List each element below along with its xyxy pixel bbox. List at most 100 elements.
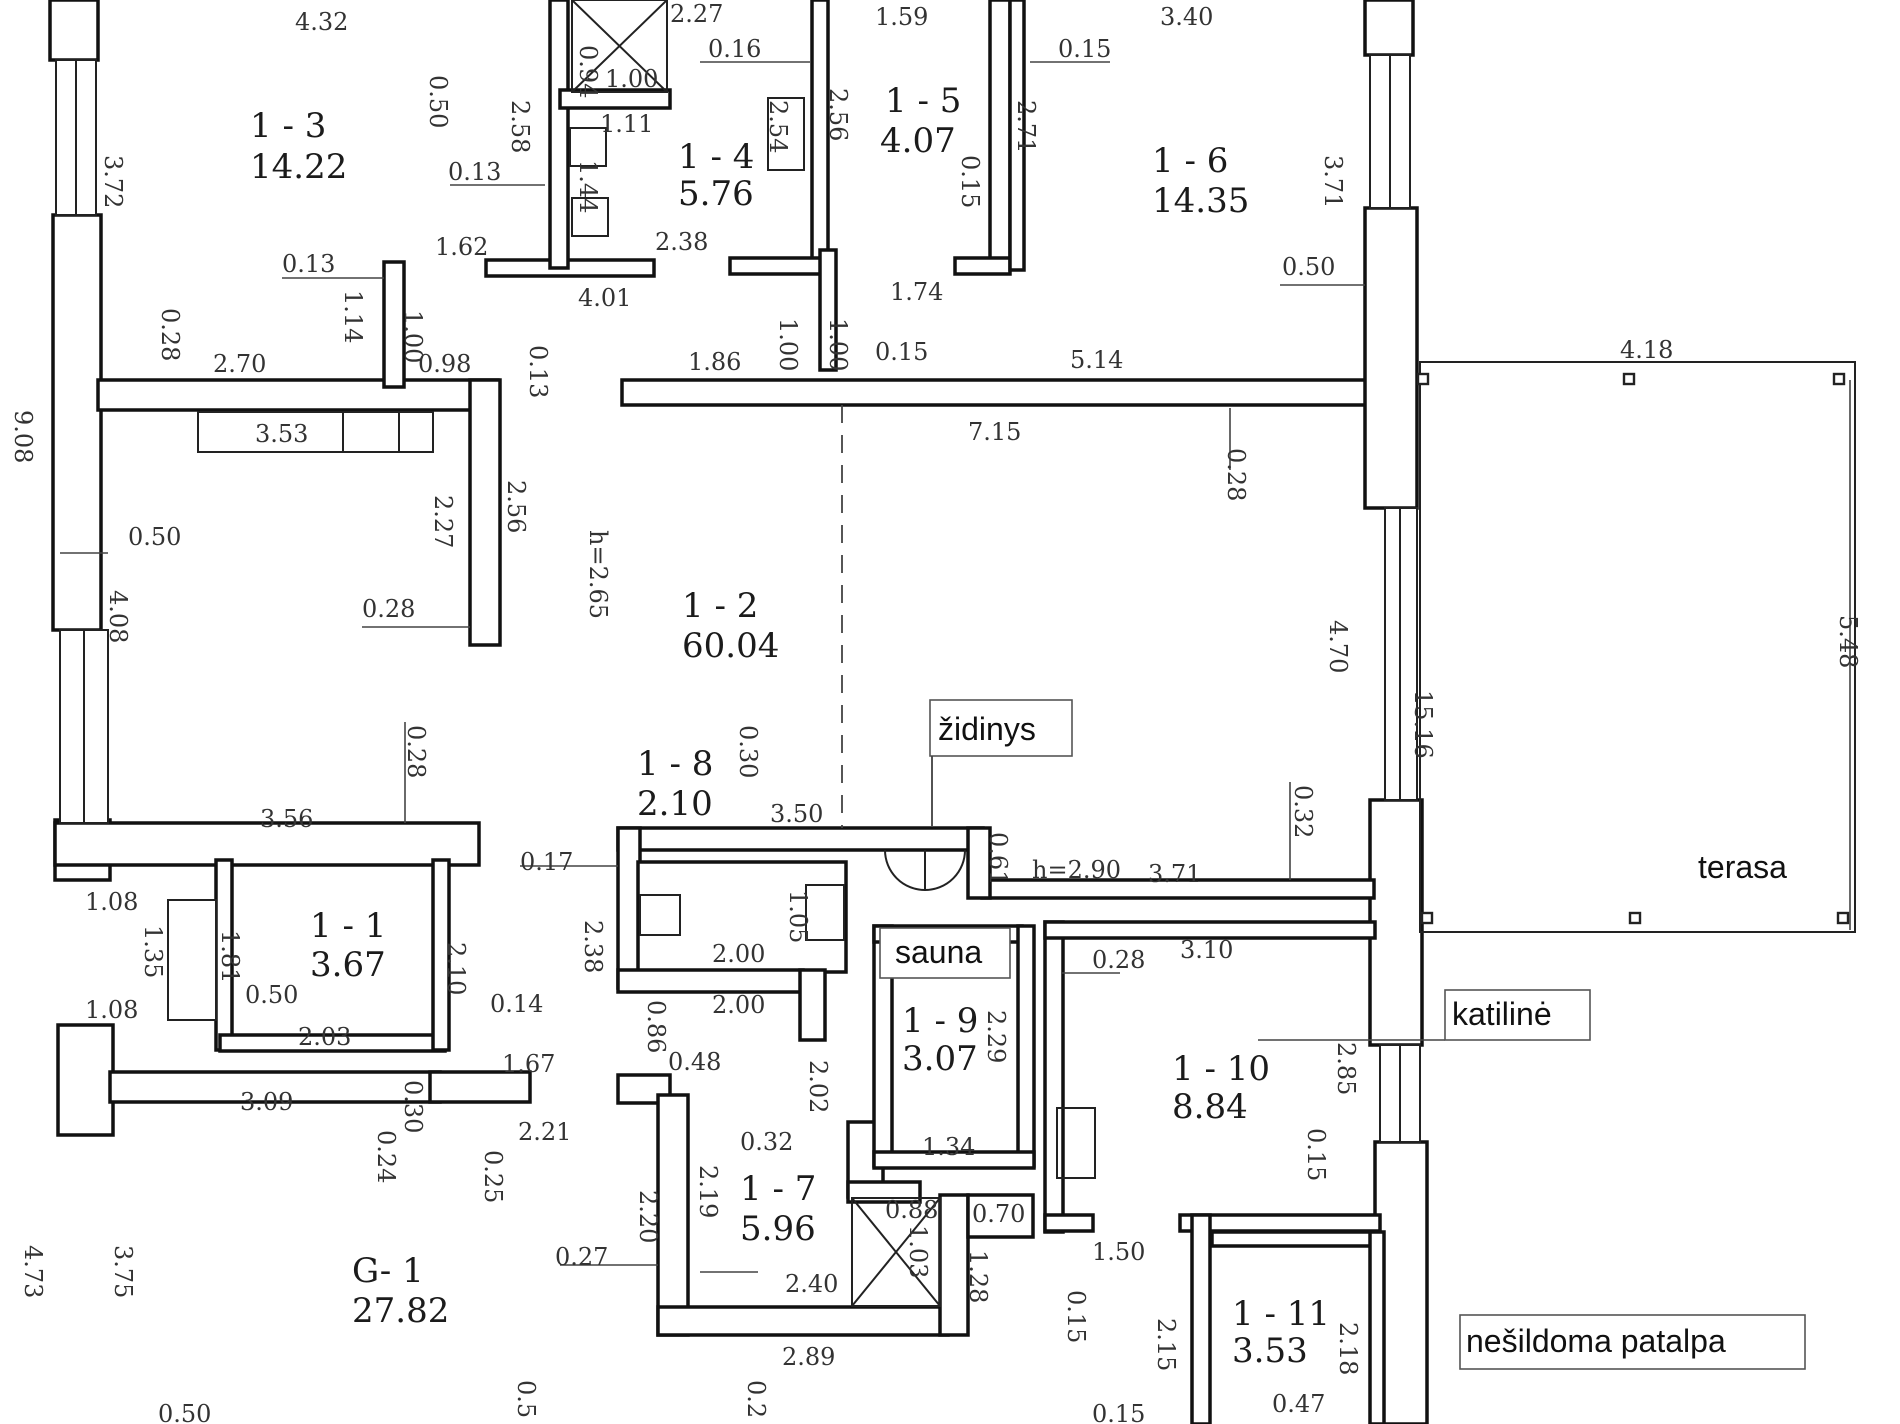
dim-label: 4.18 <box>1620 336 1673 364</box>
room-area-1-9: 3.07 <box>902 1039 978 1079</box>
wall-sauna-bottom <box>872 1150 1036 1170</box>
dim-label: 2.00 <box>712 940 765 968</box>
dim-label: 0.32 <box>740 1128 793 1156</box>
dim-label: 0.47 <box>1272 1390 1325 1418</box>
dim-label: 0.28 <box>1222 448 1250 501</box>
windows <box>55 54 1421 1143</box>
dim-label: 1.50 <box>1092 1238 1145 1266</box>
dim-label: 0.50 <box>245 981 298 1009</box>
terrace-outline <box>1419 361 1856 933</box>
dim-label: 0.50 <box>1282 253 1335 281</box>
sauna-label-box <box>879 927 1011 979</box>
wc-toilet <box>639 894 681 936</box>
wall-sauna-right <box>1016 924 1036 1168</box>
dim-label: 3.10 <box>1180 936 1233 964</box>
room-area-1-2: 60.04 <box>682 626 779 666</box>
dim-label: 0.13 <box>282 250 335 278</box>
dim-label: 5.14 <box>1070 346 1123 374</box>
ceiling-height-main: h=2.65 <box>584 530 612 619</box>
wall-r18-inner <box>636 860 848 974</box>
wall-r13-bottom <box>96 378 500 412</box>
dim-label: 9.08 <box>9 410 37 463</box>
dim-label: 0.86 <box>642 1000 670 1053</box>
dim-label: 4.01 <box>578 284 631 312</box>
walls <box>48 0 1429 1424</box>
wall-r18-step <box>798 968 827 1042</box>
room-id-g-1: G- 1 <box>352 1251 424 1291</box>
dim-label: 0.5 <box>512 1380 540 1418</box>
wall-r11-right <box>431 858 451 1052</box>
dim-label: 0.61 <box>984 832 1012 885</box>
terrace-post <box>1628 911 1642 925</box>
terrace-post <box>1622 372 1636 386</box>
dim-label: 2.40 <box>785 1270 838 1298</box>
wall-left-top <box>48 0 100 62</box>
room-area-1-5: 4.07 <box>880 121 956 161</box>
dim-label: 0.14 <box>490 990 543 1018</box>
room-id-1-1: 1 - 1 <box>310 906 386 946</box>
wall-mid-vertical <box>818 248 838 372</box>
wall-r111-inner <box>1210 1230 1382 1248</box>
dim-label: 2.27 <box>670 0 723 28</box>
dim-label: 2.58 <box>506 100 534 153</box>
dim-label: 0.32 <box>1289 785 1317 838</box>
dim-label: 0.28 <box>402 725 430 778</box>
room-id-1-7: 1 - 7 <box>740 1169 816 1209</box>
dim-label: 2.54 <box>764 100 792 153</box>
fireplace-label: židinys <box>938 711 1036 747</box>
dim-label: 3.71 <box>1319 155 1347 208</box>
dim-label: 3.75 <box>109 1245 137 1298</box>
dim-label: 2.15 <box>1152 1318 1180 1371</box>
dim-label: 1.11 <box>600 110 653 138</box>
dimension-labels: 4.32 0.50 2.27 0.94 1.00 0.16 1.59 0.15 … <box>9 0 1862 1424</box>
wall-r111-left <box>1190 1213 1212 1424</box>
dim-label: 0.24 <box>372 1130 400 1183</box>
boiler-room-label-box <box>1444 989 1591 1041</box>
dim-label: 0.13 <box>448 158 501 186</box>
wall-left-mid <box>51 213 103 632</box>
shower-tray <box>571 0 668 93</box>
room-id-1-10: 1 - 10 <box>1172 1049 1270 1089</box>
dim-label: 0.70 <box>972 1200 1025 1228</box>
dim-label: 3.72 <box>99 155 127 208</box>
dim-label: 0.98 <box>418 350 471 378</box>
wall-r15-outer <box>1008 0 1026 272</box>
wall-right-top <box>1363 0 1415 57</box>
dim-label: 2.03 <box>298 1023 351 1051</box>
dim-label: 2.27 <box>429 495 457 548</box>
terrace-post <box>1416 372 1430 386</box>
dim-label: 1.03 <box>904 1225 932 1278</box>
area-labels: h=2.65 h=2.90 židinys sauna katilinė ter… <box>584 530 1806 1370</box>
wall-r110-stub <box>966 1193 1035 1239</box>
dim-label: 0.15 <box>875 338 928 366</box>
dim-label: 0.15 <box>1058 35 1111 63</box>
dim-label: 0.15 <box>1302 1128 1330 1181</box>
dim-label: 2.00 <box>712 991 765 1019</box>
dim-label: 1.00 <box>605 65 658 93</box>
dim-label: 3.40 <box>1160 3 1213 31</box>
ceiling-height-secondary: h=2.90 <box>1032 856 1121 884</box>
room-id-1-5: 1 - 5 <box>885 81 961 121</box>
dim-label: 0.94 <box>574 45 602 98</box>
dim-label: 0.25 <box>479 1150 507 1203</box>
room-area-1-10: 8.84 <box>1172 1087 1248 1127</box>
dim-label: 2.56 <box>824 88 852 141</box>
dim-label: 4.73 <box>19 1245 47 1298</box>
dim-label: 2.56 <box>502 480 530 533</box>
dim-label: 1.44 <box>574 160 602 213</box>
wall-r18-outer-top <box>616 826 985 852</box>
room-area-1-3: 14.22 <box>250 147 347 187</box>
dim-label: 2.18 <box>1334 1322 1362 1375</box>
washbasin <box>569 127 607 167</box>
wall-left-g1-top <box>108 1070 442 1104</box>
dim-label: 1.05 <box>784 890 812 943</box>
dim-label: 1.00 <box>774 318 802 371</box>
dim-label: 0.48 <box>668 1048 721 1076</box>
room-area-1-7: 5.96 <box>740 1209 816 1249</box>
dim-label: 1.08 <box>85 996 138 1024</box>
dim-label: 2.70 <box>213 350 266 378</box>
dim-label: 1.08 <box>85 888 138 916</box>
wall-main-top <box>620 378 1369 407</box>
dim-label: 3.53 <box>255 420 308 448</box>
dim-label: 1.00 <box>399 310 427 363</box>
